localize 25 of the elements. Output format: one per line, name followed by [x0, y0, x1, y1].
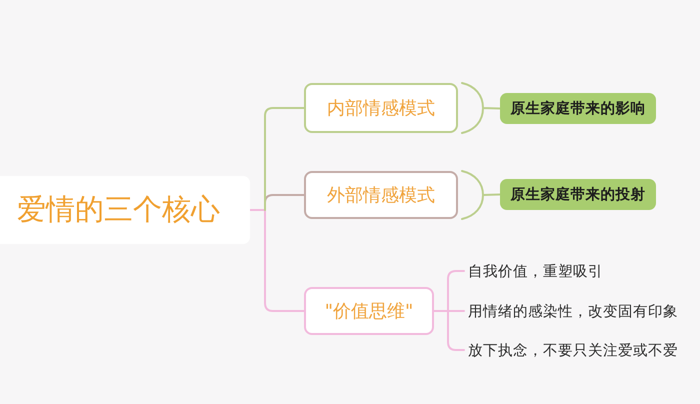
- topic-box: [304, 171, 458, 219]
- topic-label: "价值思维": [324, 300, 414, 323]
- branch-text: 放下执念，不要只关注爱或不爱: [464, 340, 694, 360]
- central-topic-label: 爱情的三个核心: [17, 191, 220, 228]
- brace-connector: [461, 170, 501, 220]
- connector-line: [447, 310, 465, 312]
- topic-label: 外部情感模式: [327, 184, 435, 207]
- brace-connector: [461, 82, 501, 134]
- branch-text: 自我价值，重塑吸引: [464, 261, 694, 281]
- connector-line: [447, 270, 465, 312]
- connector-line: [264, 209, 305, 312]
- topic-label: 内部情感模式: [327, 97, 435, 120]
- connector-line: [447, 310, 465, 351]
- topic-box: [304, 83, 458, 133]
- subtopic-pill: [500, 93, 656, 124]
- connector-line: [433, 310, 449, 312]
- connector-line: [249, 209, 266, 211]
- topic-box: [304, 287, 434, 335]
- subtopic-label: 原生家庭带来的影响: [510, 99, 646, 118]
- subtopic-label: 原生家庭带来的投射: [510, 185, 646, 204]
- connector-line: [264, 107, 305, 204]
- subtopic-pill: [500, 179, 656, 210]
- branch-text: 用情绪的感染性，改变固有印象: [464, 301, 694, 321]
- connector-line: [264, 202, 266, 211]
- central-topic: [0, 176, 250, 244]
